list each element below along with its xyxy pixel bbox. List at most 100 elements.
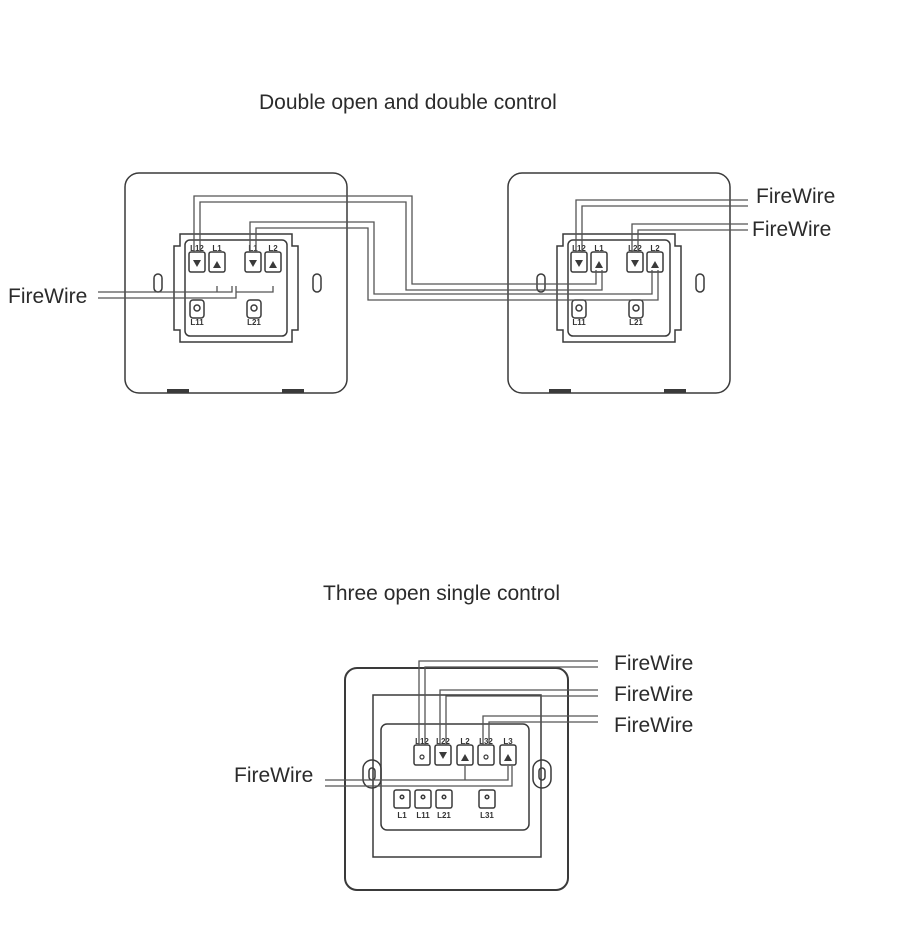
terminal-box (264, 251, 282, 273)
triple-switch-arrows (419, 752, 512, 761)
arrow-up-icon (595, 261, 603, 268)
arrow-down-icon (249, 260, 257, 267)
wire-label-output: FireWire (614, 652, 693, 675)
triple-switch-screw-lug (362, 759, 382, 789)
right-switch-mechanism-inner (567, 239, 671, 337)
terminal-box (646, 251, 664, 273)
arrow-up-icon (504, 754, 512, 761)
wire-input (98, 286, 237, 299)
wire-output (445, 695, 598, 745)
terminal-box (244, 251, 262, 273)
terminal-box (628, 299, 644, 319)
arrow-up-icon (213, 261, 221, 268)
wire-label-output: FireWire (756, 185, 835, 208)
arrow-up-icon (269, 261, 277, 268)
left-switch-mechanism-inner (184, 239, 288, 337)
right-switch-mechanism-frame (556, 233, 682, 343)
terminal-box (188, 251, 206, 273)
terminal-label: L12 (190, 244, 204, 253)
terminal-screw (484, 794, 490, 800)
terminal-box (435, 789, 453, 809)
terminal-label: L2 (268, 244, 278, 253)
terminal-label: L21 (247, 318, 261, 327)
arrow-down-icon (193, 260, 201, 267)
wire-input (325, 766, 509, 781)
left-switch-mechanism-frame (173, 233, 299, 343)
right-switch-screw-slot (695, 273, 705, 293)
terminal-box (626, 251, 644, 273)
right-switch-foot (664, 389, 686, 393)
triple-switch-screw-slot (538, 767, 546, 781)
wire-traveller (249, 221, 653, 295)
terminal-box (571, 299, 587, 319)
terminal-screw (193, 304, 201, 312)
terminal-box (393, 789, 411, 809)
left-switch-foot (282, 389, 304, 393)
triple-switch-mechanism (380, 723, 530, 831)
left-switch-screw-slot (312, 273, 322, 293)
wire-output (631, 223, 748, 252)
wire-output (637, 229, 748, 252)
wire-label-input: FireWire (8, 285, 87, 308)
arrow-up-icon (461, 754, 469, 761)
terminal-box (499, 744, 517, 766)
wire-output (482, 715, 598, 745)
terminal-label: L11 (416, 811, 430, 820)
left-switch (124, 172, 348, 394)
left-switch-faceplate (124, 172, 348, 394)
terminal-box (413, 744, 431, 766)
left-switch-arrows (193, 260, 277, 268)
terminal-screw (419, 754, 425, 760)
terminal-box (246, 299, 262, 319)
terminal-screw (399, 794, 405, 800)
right-switch (507, 172, 731, 394)
wire-traveller (193, 195, 597, 285)
terminal-screw (250, 304, 258, 312)
terminal-label: L21 (437, 811, 451, 820)
wire-label-output: FireWire (614, 714, 693, 737)
diagram2-wires (325, 660, 598, 787)
wire-output (439, 689, 598, 745)
left-switch-screw-slot (153, 273, 163, 293)
left-switch-foot (167, 389, 189, 393)
arrow-down-icon (631, 260, 639, 267)
terminal-label: L1 (594, 244, 604, 253)
terminal-label: L12 (415, 737, 429, 746)
right-switch-terminal-labels: L12 L1 L22 L2 L11 L21 (572, 244, 660, 327)
diagram1-wires (98, 195, 748, 301)
triple-switch-screw-lug (532, 759, 552, 789)
terminal-box (456, 744, 474, 766)
terminal-box (434, 744, 452, 766)
terminal-box (590, 251, 608, 273)
terminal-screw (441, 794, 447, 800)
arrow-down-icon (575, 260, 583, 267)
terminal-label: L22 (436, 737, 450, 746)
triple-switch-terminal-labels: L12 L22 L2 L32 L3 L1 L11 L21 L31 (397, 737, 513, 820)
terminal-box (414, 789, 432, 809)
right-switch-foot (549, 389, 571, 393)
arrow-up-icon (651, 261, 659, 268)
wire-branch (236, 286, 274, 293)
terminal-screw (420, 794, 426, 800)
wire-label-output: FireWire (752, 218, 831, 241)
terminal-label: L1 (212, 244, 222, 253)
terminal-box (208, 251, 226, 273)
terminal-label: L11 (190, 318, 204, 327)
wire-output (581, 205, 748, 252)
terminal-label: L3 (503, 737, 513, 746)
terminal-label: L2 (460, 737, 470, 746)
wire-output (424, 666, 598, 745)
right-switch-screw-slot (536, 273, 546, 293)
terminal-box (477, 744, 495, 766)
triple-switch-screw-slot (368, 767, 376, 781)
wire-label-input: FireWire (234, 764, 313, 787)
terminal-label: L31 (480, 811, 494, 820)
triple-switch-faceplate (344, 667, 569, 891)
terminal-label: L1 (397, 811, 407, 820)
left-switch-terminal-labels: L12 L1 L1 L2 L11 L21 (190, 244, 278, 327)
terminal-label: L1 (248, 244, 258, 253)
terminal-box (478, 789, 496, 809)
wire-input (98, 286, 233, 293)
